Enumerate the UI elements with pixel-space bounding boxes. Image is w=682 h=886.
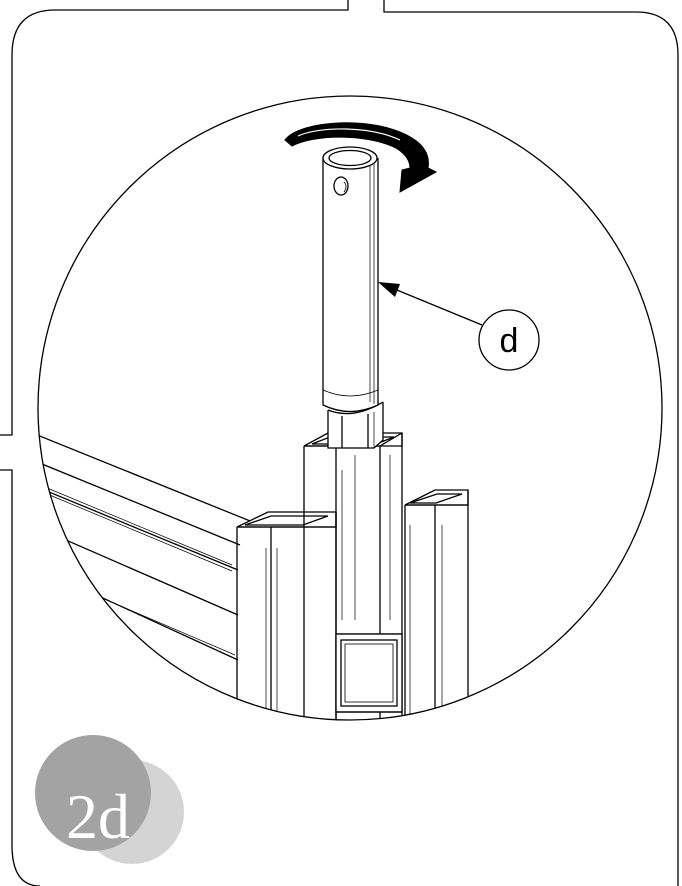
callout-label: d xyxy=(500,322,519,360)
step-badge-front xyxy=(35,735,151,851)
right-square-tube xyxy=(404,489,469,720)
detail-content xyxy=(38,146,469,720)
frame-panel-border-right xyxy=(383,0,679,886)
frame-panel-border xyxy=(0,0,349,436)
left-square-tube xyxy=(236,511,337,720)
step-label: 2d xyxy=(66,781,130,852)
frame-panel-border-lower-left xyxy=(0,469,41,886)
callout-d: d xyxy=(478,309,540,371)
curved-arrow-clockwise-icon xyxy=(284,122,438,193)
centre-post xyxy=(303,432,403,720)
side-rail xyxy=(38,427,261,661)
pin-d xyxy=(322,146,379,413)
callout-leader xyxy=(378,282,483,326)
detail-circle xyxy=(37,95,663,721)
step-badge: 2d xyxy=(35,735,184,864)
